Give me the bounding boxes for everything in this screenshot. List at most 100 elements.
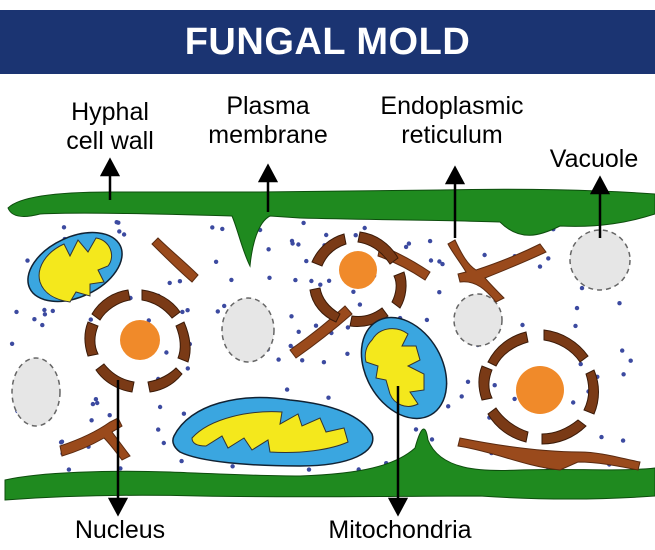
ribosome-dot <box>326 396 330 400</box>
ribosome-dot <box>117 229 121 233</box>
vacuole-right <box>570 230 630 290</box>
ribosome-dot <box>179 459 183 463</box>
ribosome-dot <box>168 281 172 285</box>
ribosome-dot <box>580 286 584 290</box>
ribosome-dot <box>309 279 313 283</box>
ribosome-dot <box>222 304 226 308</box>
ribosome-dot <box>230 464 234 468</box>
ribosome-dot <box>629 359 633 363</box>
label-line: reticulum <box>364 121 540 150</box>
ribosome-dot <box>285 387 289 391</box>
ribosome-dot <box>404 245 408 249</box>
ribosome-dot <box>220 227 224 231</box>
er-piece <box>60 418 130 460</box>
ribosome-dot <box>351 290 355 294</box>
nucleus-right <box>479 330 599 444</box>
ribosome-dot <box>579 362 583 366</box>
ribosome-dot <box>429 258 433 262</box>
ribosome-dot <box>89 317 93 321</box>
ribosome-dot <box>178 279 182 283</box>
ribosome-dot <box>162 441 166 445</box>
label-line: Plasma <box>192 92 344 121</box>
ribosome-dot <box>345 352 349 356</box>
label-line: membrane <box>192 121 344 150</box>
nucleus-center <box>310 232 406 327</box>
ribosome-dot <box>466 380 470 384</box>
nucleolus <box>120 320 160 360</box>
ribosome-dot <box>318 283 322 287</box>
ribosome-dot <box>43 312 47 316</box>
er-piece <box>152 238 198 282</box>
ribosome-dot <box>512 397 516 401</box>
nucleolus <box>516 366 564 414</box>
ribosome-dot <box>40 323 44 327</box>
ribosome-dot <box>267 276 271 280</box>
ribosome-dot <box>182 412 186 416</box>
ribosome-dot <box>599 435 603 439</box>
ribosome-dot <box>289 344 293 348</box>
ribosome-dot <box>546 256 550 260</box>
label-line: Endoplasmic <box>364 92 540 121</box>
ribosome-dot <box>307 467 311 471</box>
ribosome-dot <box>156 427 160 431</box>
ribosome-dot <box>290 241 294 245</box>
label-nucleus: Nucleus <box>62 516 178 545</box>
ribosome-dot <box>25 258 29 262</box>
ribosome-dot <box>430 437 434 441</box>
label-vacuole: Vacuole <box>536 145 652 174</box>
ribosome-dot <box>42 308 46 312</box>
ribosome-dot <box>32 317 36 321</box>
ribosome-dot <box>94 397 98 401</box>
ribosome-dot <box>59 440 63 444</box>
ribosome-dot <box>301 221 305 225</box>
ribosome-dot <box>62 225 66 229</box>
ribosome-dot <box>297 330 301 334</box>
ribosome-dot <box>296 242 300 246</box>
ribosome-dot <box>493 383 497 387</box>
label-plasma-membrane: Plasma membrane <box>192 92 344 150</box>
ribosome-dot <box>89 418 93 422</box>
label-endoplasmic-reticulum: Endoplasmic reticulum <box>364 92 540 150</box>
ribosome-dot <box>538 264 542 268</box>
ribosome-dot <box>346 325 350 329</box>
ribosome-dot <box>164 350 168 354</box>
ribosome-dot <box>324 233 328 237</box>
ribosome-dot <box>293 278 297 282</box>
ribosome-dot <box>229 278 233 282</box>
mitochondrion-bottom <box>173 398 373 466</box>
ribosome-dot <box>158 405 162 409</box>
ribosome-dot <box>300 358 304 362</box>
ribosome-dot <box>571 400 575 404</box>
ribosome-dot <box>214 260 218 264</box>
ribosome-dot <box>185 308 189 312</box>
ribosome-dot <box>460 394 464 398</box>
ribosome-dot <box>122 232 126 236</box>
er-piece <box>448 240 546 302</box>
ribosome-dot <box>428 239 432 243</box>
ribosome-dot <box>322 360 326 364</box>
ribosome-dot <box>621 372 625 376</box>
ribosome-dot <box>91 402 95 406</box>
ribosome-dot <box>186 366 190 370</box>
ribosome-dot <box>617 301 621 305</box>
ribosome-dot <box>95 401 99 405</box>
ribosome-dot <box>363 226 367 230</box>
ribosome-dot <box>51 309 55 313</box>
ribosome-dot <box>216 309 220 313</box>
label-hyphal-cell-wall: Hyphal cell wall <box>48 98 172 156</box>
vacuole-left <box>12 358 60 426</box>
ribosome-dot <box>10 342 14 346</box>
ribosome-dot <box>620 348 624 352</box>
ribosome-dot <box>304 259 308 263</box>
nucleolus <box>339 251 377 289</box>
ribosome-dot <box>621 438 625 442</box>
ribosome-dot <box>108 413 112 417</box>
ribosome-dot <box>210 225 214 229</box>
ribosome-dot <box>180 310 184 314</box>
ribosome-dot <box>520 323 524 327</box>
vacuole-center-left <box>222 298 274 362</box>
ribosome-dot <box>414 427 418 431</box>
ribosome-dot <box>276 357 280 361</box>
ribosome-dot <box>573 324 577 328</box>
